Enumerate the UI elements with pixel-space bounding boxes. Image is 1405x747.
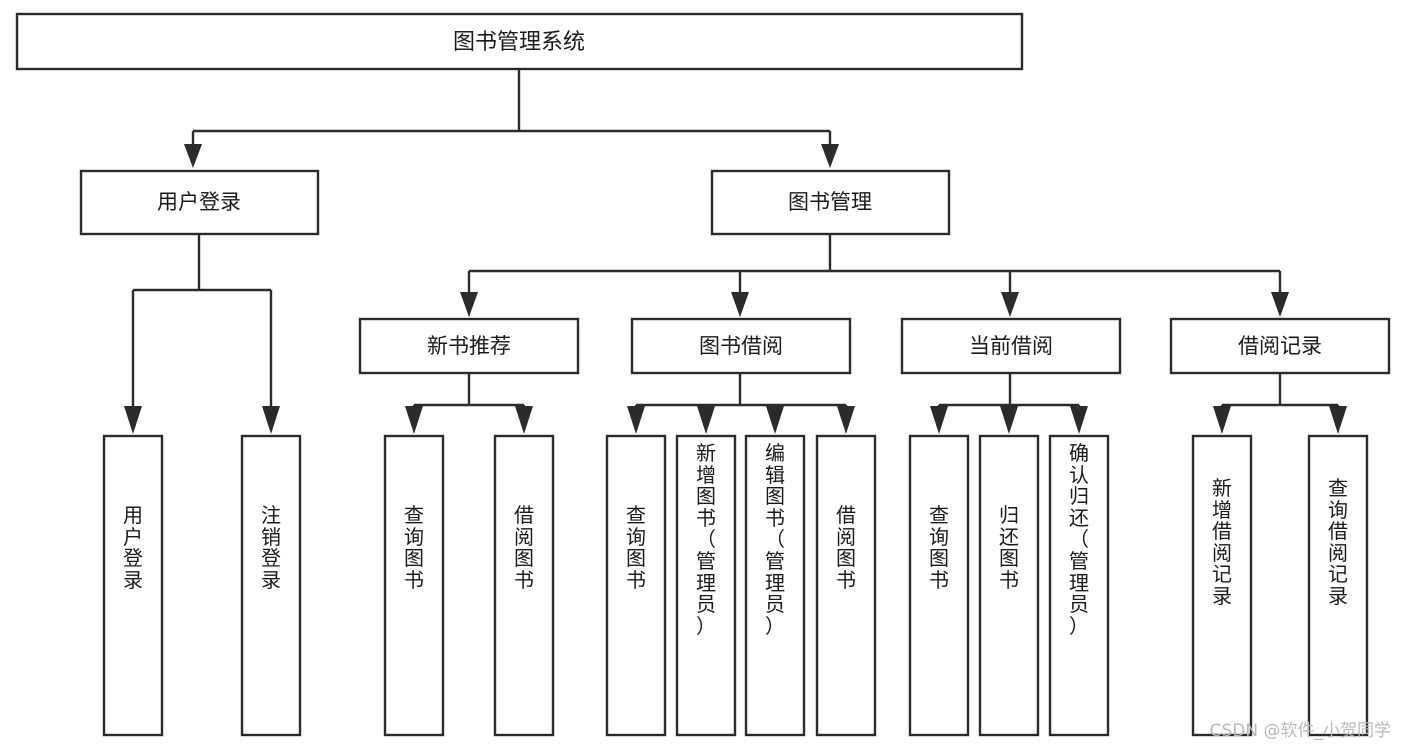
- leaf-box-confirm-return[interactable]: [1048, 434, 1110, 737]
- watermark-csdn: CSDN @软件_小贺同学: [1209, 721, 1391, 741]
- arrow-head-icon: [262, 406, 280, 434]
- leaf-box-borrow-book-2[interactable]: [815, 434, 877, 737]
- leaf-box-query-record[interactable]: [1307, 434, 1369, 737]
- arrow-head-icon: [627, 406, 645, 434]
- connector-currentborrow-to-leaves: [930, 373, 1088, 434]
- arrow-head-icon: [124, 406, 142, 434]
- leaf-box-return-book[interactable]: [978, 434, 1040, 737]
- leaf-box-user-login[interactable]: [102, 434, 164, 737]
- arrow-head-icon: [184, 144, 202, 168]
- node-current-borrow-label: 当前借阅: [969, 334, 1053, 358]
- arrow-head-icon: [1213, 406, 1231, 434]
- leaf-box-add-book[interactable]: [675, 434, 737, 737]
- node-new-book-recommend[interactable]: 新书推荐: [358, 317, 580, 375]
- arrow-head-icon: [1271, 292, 1289, 317]
- node-book-borrow[interactable]: 图书借阅: [630, 317, 852, 375]
- arrow-head-icon: [766, 406, 784, 434]
- leaf-box-query-book-3[interactable]: [908, 434, 970, 737]
- node-new-book-recommend-label: 新书推荐: [427, 334, 511, 358]
- connector-root-to-level2: [184, 69, 839, 168]
- node-current-borrow[interactable]: 当前借阅: [900, 317, 1122, 375]
- arrow-head-icon: [697, 406, 715, 434]
- node-root-label: 图书管理系统: [453, 30, 585, 55]
- connector-bookborrow-to-leaves: [627, 373, 855, 434]
- node-borrow-record[interactable]: 借阅记录: [1169, 317, 1391, 375]
- node-book-management[interactable]: 图书管理: [710, 169, 951, 236]
- arrow-head-icon: [1070, 406, 1088, 434]
- connector-borrowrecord-to-leaves: [1213, 373, 1347, 434]
- node-root-system[interactable]: 图书管理系统: [15, 12, 1024, 71]
- arrow-head-icon: [1329, 406, 1347, 434]
- node-book-management-label: 图书管理: [788, 190, 872, 214]
- leaf-box-add-record[interactable]: [1191, 434, 1253, 737]
- arrow-head-icon: [731, 292, 749, 317]
- leaf-box-query-book-2[interactable]: [605, 434, 667, 737]
- arrow-head-icon: [821, 144, 839, 168]
- leaf-box-query-book-1[interactable]: [383, 434, 445, 737]
- arrow-head-icon: [460, 292, 478, 317]
- arrow-head-icon: [1001, 292, 1019, 317]
- arrow-head-icon: [1000, 406, 1018, 434]
- arrow-head-icon: [515, 406, 533, 434]
- leaf-box-borrow-book-1[interactable]: [493, 434, 555, 737]
- arrow-head-icon: [837, 406, 855, 434]
- connector-userlogin-to-leaves: [124, 234, 280, 434]
- connector-bookmgmt-to-level3: [460, 234, 1289, 317]
- arrow-head-icon: [930, 406, 948, 434]
- leaf-box-edit-book[interactable]: [744, 434, 806, 737]
- leaf-box-logout[interactable]: [240, 434, 302, 737]
- connector-newbook-to-leaves: [405, 373, 533, 434]
- arrow-head-icon: [405, 406, 423, 434]
- node-book-borrow-label: 图书借阅: [699, 334, 783, 358]
- node-user-login[interactable]: 用户登录: [79, 169, 320, 236]
- node-user-login-label: 用户登录: [157, 190, 241, 214]
- node-borrow-record-label: 借阅记录: [1238, 334, 1322, 358]
